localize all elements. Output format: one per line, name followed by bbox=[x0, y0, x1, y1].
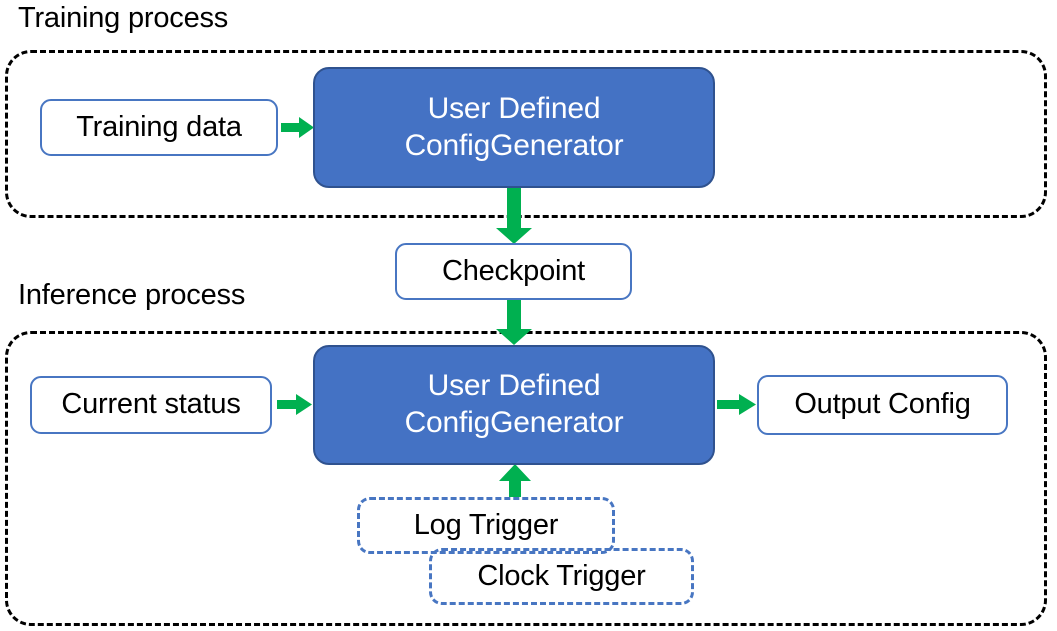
inference-generator-line-1: User Defined bbox=[427, 369, 601, 403]
training-generator-line-1: User Defined bbox=[427, 91, 601, 125]
arrow-training-generator-to-checkpoint bbox=[495, 188, 533, 245]
training-process-label: Training process bbox=[18, 2, 229, 34]
log-trigger-node[interactable]: Log Trigger bbox=[357, 497, 615, 554]
arrow-current-status-to-generator bbox=[277, 391, 313, 419]
training-config-generator-node[interactable]: User Defined ConfigGenerator bbox=[313, 67, 715, 188]
arrow-checkpoint-to-inference-generator bbox=[495, 300, 533, 346]
output-config-node[interactable]: Output Config bbox=[757, 375, 1008, 435]
training-data-node[interactable]: Training data bbox=[40, 99, 278, 156]
inference-process-label: Inference process bbox=[18, 279, 246, 311]
clock-trigger-node[interactable]: Clock Trigger bbox=[429, 548, 694, 605]
arrow-generator-to-output-config bbox=[717, 391, 757, 419]
current-status-node[interactable]: Current status bbox=[30, 376, 272, 434]
arrow-log-trigger-to-generator bbox=[498, 464, 532, 502]
inference-generator-line-2: ConfigGenerator bbox=[404, 406, 624, 439]
training-process-container bbox=[5, 50, 1047, 218]
checkpoint-node[interactable]: Checkpoint bbox=[395, 243, 632, 300]
inference-config-generator-node[interactable]: User Defined ConfigGenerator bbox=[313, 345, 715, 465]
training-generator-line-2: ConfigGenerator bbox=[404, 128, 624, 162]
arrow-training-data-to-generator bbox=[281, 114, 315, 142]
